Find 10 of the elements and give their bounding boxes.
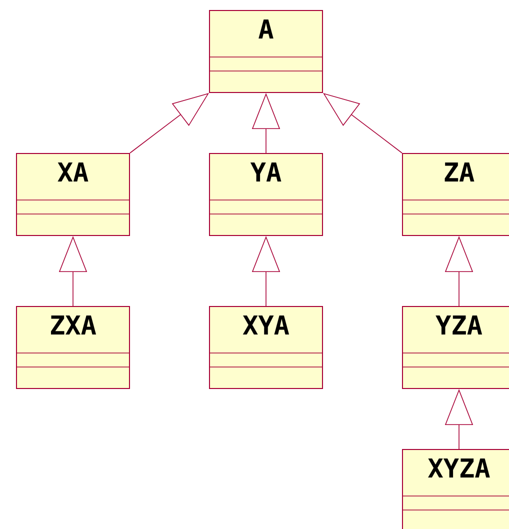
class-box: ZA (402, 153, 509, 236)
inheritance-arrow (130, 93, 209, 154)
class-box: XA (16, 153, 130, 236)
class-box: A (208, 10, 324, 93)
class-box: YZA (402, 306, 509, 389)
class-box: XYA (208, 306, 324, 389)
class-box: XYZA (402, 449, 509, 529)
class-box: ZXA (16, 306, 130, 389)
inheritance-arrow (323, 93, 402, 154)
class-box: YA (208, 153, 324, 236)
